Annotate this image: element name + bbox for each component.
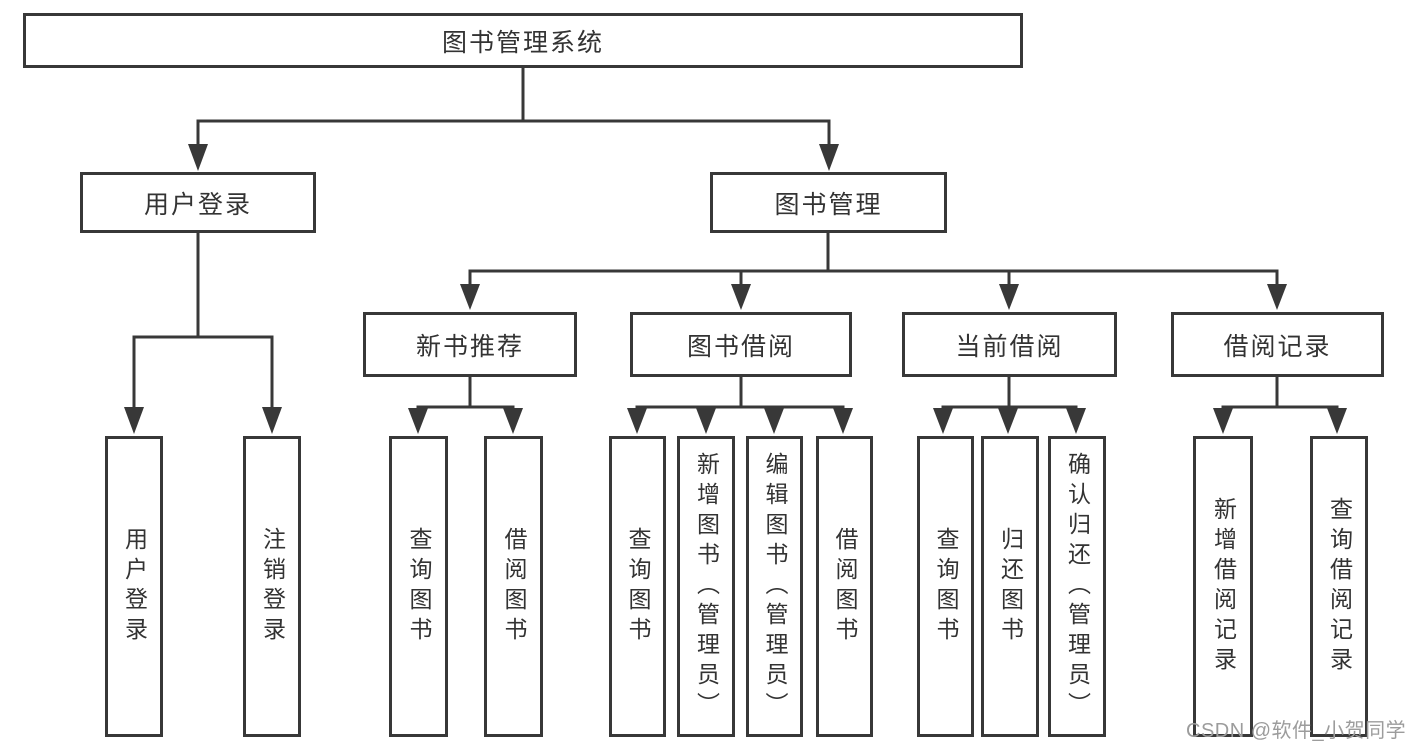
- leaf-add-borrow-record: 新增借阅记录: [1193, 436, 1253, 737]
- leaf-query-books-current: 查询图书: [917, 436, 974, 737]
- leaf-logout: 注销登录: [243, 436, 301, 737]
- node-label: 注销登录: [259, 526, 286, 647]
- node-book-management: 图书管理: [710, 172, 947, 233]
- node-label: 查询借阅记录: [1326, 496, 1353, 677]
- node-label: 确认归还（管理员）: [1064, 451, 1091, 722]
- node-label: 新增图书（管理员）: [693, 451, 720, 722]
- csdn-watermark: CSDN @软件_小贺同学: [1186, 720, 1405, 742]
- leaf-edit-book-admin: 编辑图书（管理员）: [746, 436, 803, 737]
- node-label: 图书管理系统: [441, 28, 604, 57]
- node-label: 查询图书: [625, 526, 651, 647]
- node-book-borrow: 图书借阅: [630, 312, 852, 377]
- node-label: 借阅记录: [1223, 332, 1332, 361]
- node-label: 归还图书: [997, 526, 1024, 647]
- node-label: 新增借阅记录: [1210, 496, 1237, 677]
- leaf-query-books-borrow: 查询图书: [609, 436, 666, 737]
- node-label: 用户登录: [121, 526, 148, 647]
- node-label: 查询图书: [406, 526, 432, 647]
- leaf-borrow-books: 借阅图书: [816, 436, 873, 737]
- node-label: 图书管理: [774, 190, 883, 219]
- node-borrow-records: 借阅记录: [1171, 312, 1384, 377]
- leaf-return-books: 归还图书: [981, 436, 1039, 737]
- node-label: 借阅图书: [501, 526, 527, 647]
- node-current-borrow: 当前借阅: [902, 312, 1117, 377]
- node-label: 新书推荐: [415, 332, 524, 361]
- node-new-book-recommend: 新书推荐: [363, 312, 577, 377]
- leaf-add-book-admin: 新增图书（管理员）: [677, 436, 735, 737]
- leaf-query-books-recommend: 查询图书: [389, 436, 448, 737]
- node-label: 图书借阅: [686, 332, 795, 361]
- leaf-user-login: 用户登录: [105, 436, 163, 737]
- node-label: 编辑图书（管理员）: [762, 451, 788, 722]
- node-label: 当前借阅: [955, 332, 1064, 361]
- leaf-confirm-return-admin: 确认归还（管理员）: [1048, 436, 1106, 737]
- arrowheads: [124, 144, 1347, 434]
- leaf-query-borrow-record: 查询借阅记录: [1310, 436, 1368, 737]
- node-label: 查询图书: [933, 526, 959, 647]
- node-label: 用户登录: [143, 190, 252, 219]
- node-user-login: 用户登录: [80, 172, 316, 233]
- node-root: 图书管理系统: [23, 13, 1023, 68]
- node-label: 借阅图书: [832, 526, 858, 647]
- leaf-borrow-books-recommend: 借阅图书: [484, 436, 543, 737]
